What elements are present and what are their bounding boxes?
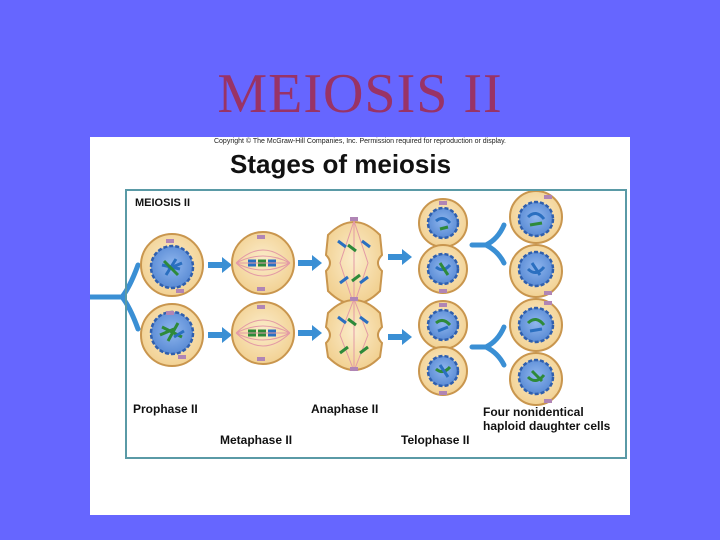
branch-arrows [469, 222, 507, 368]
telophase-cell-bottom [418, 300, 468, 396]
meiosis-diagram [90, 190, 563, 406]
figure-title: Stages of meiosis [230, 149, 452, 179]
metaphase-cell-bottom [231, 301, 295, 365]
daughter-cell-3 [509, 298, 563, 352]
daughter-cell-1 [509, 190, 563, 244]
label-metaphase-ii: Metaphase II [220, 433, 293, 447]
arrow-meta-ana [298, 255, 322, 341]
arrow-ana-telo [388, 249, 412, 345]
slide-title: MEIOSIS II [217, 63, 503, 125]
prophase-cell-bottom [140, 303, 204, 367]
daughter-cell-4 [509, 352, 563, 406]
prophase-cell-top [140, 233, 204, 297]
panel-label: MEIOSIS II [135, 197, 191, 209]
label-daughter-line1: Four nonidentical [483, 405, 584, 419]
metaphase-cell-top [231, 231, 295, 295]
copyright-notice: Copyright © The McGraw-Hill Companies, I… [213, 138, 506, 145]
incoming-arrow [90, 262, 141, 332]
anaphase-cell-bottom [324, 297, 384, 372]
daughter-cell-2 [509, 244, 563, 298]
anaphase-cell-top [324, 217, 384, 309]
label-prophase-ii: Prophase II [133, 402, 198, 416]
label-telophase-ii: Telophase II [401, 433, 470, 447]
telophase-cell-top [418, 198, 468, 294]
label-anaphase-ii: Anaphase II [311, 402, 379, 416]
meiosis-figure: Copyright © The McGraw-Hill Companies, I… [90, 137, 630, 515]
arrow-pro-meta [208, 257, 232, 343]
meiosis-ii-panel: MEIOSIS II [125, 189, 627, 459]
label-daughter-line2: haploid daughter cells [483, 419, 611, 433]
